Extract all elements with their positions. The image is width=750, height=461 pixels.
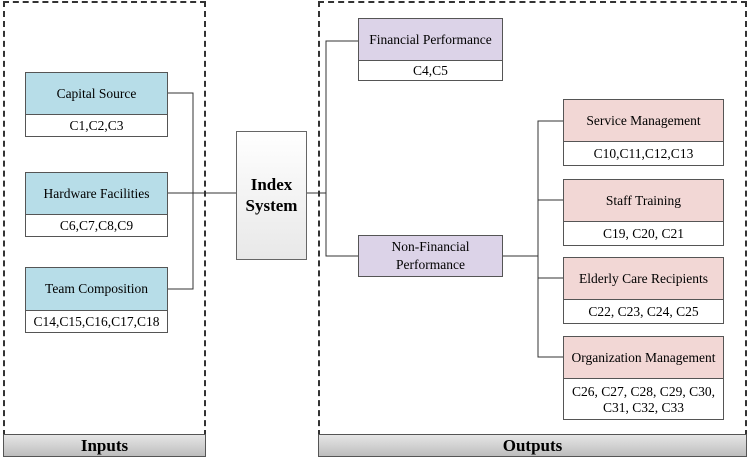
organization-management-codes: C26, C27, C28, C29, C30, C31, C32, C33 — [564, 379, 723, 420]
elderly-care-recipients-box: Elderly Care Recipients C22, C23, C24, C… — [563, 257, 724, 324]
staff-training-codes: C19, C20, C21 — [602, 226, 684, 242]
elderly-care-recipients-label: Elderly Care Recipients — [564, 258, 723, 300]
index-system-line2: System — [245, 195, 298, 215]
organization-management-codes-line1: C26, C27, C28, C29, C30, — [572, 383, 715, 399]
outputs-panel-title: Outputs — [318, 434, 747, 457]
financial-performance-codes: C4,C5 — [413, 63, 448, 79]
service-management-box: Service Management C10,C11,C12,C13 — [563, 99, 724, 166]
financial-performance-label: Financial Performance — [359, 19, 502, 61]
financial-performance-box: Financial Performance C4,C5 — [358, 18, 503, 81]
team-composition-codes: C14,C15,C16,C17,C18 — [33, 314, 160, 330]
outputs-bracket — [325, 40, 358, 257]
service-management-codes: C10,C11,C12,C13 — [593, 146, 694, 162]
staff-training-box: Staff Training C19, C20, C21 — [563, 179, 724, 246]
nonfinancial-performance-box: Non-Financial Performance — [358, 235, 503, 277]
staff-training-label: Staff Training — [564, 180, 723, 222]
capital-source-box: Capital Source C1,C2,C3 — [25, 72, 168, 137]
hardware-facilities-codes: C6,C7,C8,C9 — [59, 218, 134, 234]
hardware-facilities-box: Hardware Facilities C6,C7,C8,C9 — [25, 172, 168, 237]
capital-source-label: Capital Source — [26, 73, 167, 115]
organization-management-label: Organization Management — [564, 337, 723, 379]
capital-source-codes: C1,C2,C3 — [69, 118, 124, 134]
subitems-bracket — [537, 120, 563, 358]
index-system-box: Index System — [236, 131, 307, 260]
hardware-facilities-label: Hardware Facilities — [26, 173, 167, 215]
elderly-care-recipients-codes: C22, C23, C24, C25 — [588, 304, 699, 320]
service-management-label: Service Management — [564, 100, 723, 142]
team-composition-box: Team Composition C14,C15,C16,C17,C18 — [25, 267, 168, 333]
nonfinancial-performance-line1: Non-Financial — [391, 238, 470, 254]
index-system-line1: Index — [250, 175, 293, 195]
nonfinancial-performance-line2: Performance — [396, 257, 465, 272]
organization-management-box: Organization Management C26, C27, C28, C… — [563, 336, 724, 420]
inputs-panel-title: Inputs — [3, 434, 206, 457]
team-composition-label: Team Composition — [26, 268, 167, 311]
inputs-bracket — [168, 92, 194, 290]
organization-management-codes-line2: C31, C32, C33 — [602, 399, 684, 415]
